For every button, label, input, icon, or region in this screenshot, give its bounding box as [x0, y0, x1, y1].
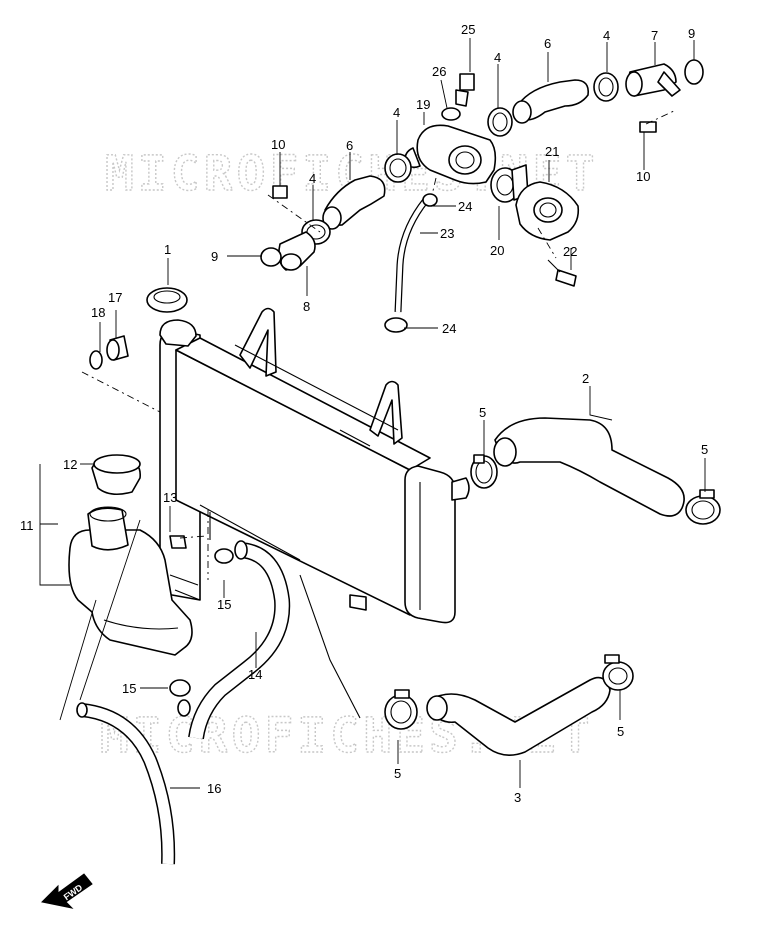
o-ring-9-top — [684, 59, 704, 85]
assembly-line-bolt-13 — [179, 535, 207, 539]
callout-13: 13 — [163, 490, 177, 505]
hose-6-upper — [512, 79, 590, 124]
clamp-5-upper-right — [685, 489, 721, 525]
radiator — [159, 307, 470, 719]
hose-6-lower — [322, 175, 386, 230]
callout-15-a: 15 — [122, 681, 136, 696]
gasket-18 — [89, 350, 103, 370]
callout-7: 7 — [651, 28, 658, 43]
callout-6-b: 6 — [346, 138, 353, 153]
callout-24-a: 24 — [458, 199, 472, 214]
assembly-line-hose-23 — [431, 177, 437, 196]
callout-1: 1 — [164, 242, 171, 257]
callout-5-d: 5 — [617, 724, 624, 739]
callout-10-b: 10 — [636, 169, 650, 184]
o-ring-9-left — [260, 247, 282, 267]
callout-24-b: 24 — [442, 321, 456, 336]
callout-6-a: 6 — [544, 36, 551, 51]
callout-11: 11 — [20, 518, 34, 533]
hose-3 — [426, 676, 611, 756]
assembly-line-drain — [81, 371, 161, 413]
reservoir-cap-12 — [91, 454, 142, 496]
callout-17: 17 — [108, 290, 122, 305]
callout-25: 25 — [461, 22, 475, 37]
clamp-4-c — [384, 153, 412, 183]
clamp-24-lower — [384, 317, 408, 333]
bolt-13 — [169, 535, 187, 549]
callout-20: 20 — [490, 243, 504, 258]
callout-26: 26 — [432, 64, 446, 79]
drain-plug-17 — [106, 335, 129, 361]
callout-2: 2 — [582, 371, 589, 386]
callout-15-b: 15 — [217, 597, 231, 612]
callout-8: 8 — [303, 299, 310, 314]
callout-21: 21 — [545, 144, 559, 159]
callout-22: 22 — [563, 244, 577, 259]
callout-9-a: 9 — [688, 26, 695, 41]
temp-sensor-25 — [455, 73, 475, 107]
callout-4-a: 4 — [494, 50, 501, 65]
radiator-cap-1 — [146, 287, 188, 313]
assembly-line-bolt-left — [267, 194, 321, 233]
clamp-4-b — [593, 72, 619, 102]
callout-23: 23 — [440, 226, 454, 241]
callout-16: 16 — [207, 781, 221, 796]
clamp-5-upper-left — [470, 454, 498, 489]
hose-2 — [493, 417, 685, 517]
assembly-line-bolt-right — [645, 109, 677, 125]
forward-direction-arrow: FWD — [40, 873, 93, 909]
callout-10-a: 10 — [271, 137, 285, 152]
callout-19: 19 — [416, 97, 430, 112]
callout-4-d: 4 — [309, 171, 316, 186]
callout-12: 12 — [63, 457, 77, 472]
clamp-15-lower — [169, 679, 191, 697]
callout-5-c: 5 — [394, 766, 401, 781]
callout-14: 14 — [248, 667, 262, 682]
callout-3: 3 — [514, 790, 521, 805]
hose-16 — [76, 702, 176, 865]
clamp-5-lower-left — [384, 689, 418, 730]
thermostat — [490, 164, 529, 203]
callout-5-b: 5 — [701, 442, 708, 457]
thermostat-housing — [404, 124, 497, 185]
fitting-7 — [625, 63, 681, 97]
callout-5-a: 5 — [479, 405, 486, 420]
bolt-22 — [547, 259, 577, 287]
fitting-8 — [278, 231, 316, 271]
clamp-4-a — [487, 107, 513, 137]
leader-lines — [39, 38, 706, 789]
reservoir-tank-11 — [68, 506, 201, 656]
hose-14 — [177, 540, 291, 740]
clamp-15-upper — [214, 548, 234, 564]
bolt-10-left — [272, 185, 288, 199]
assembly-line-bolt-22 — [537, 227, 557, 259]
callout-9-b: 9 — [211, 249, 218, 264]
washer-26 — [441, 107, 461, 121]
callout-18: 18 — [91, 305, 105, 320]
callout-4-c: 4 — [393, 105, 400, 120]
thermostat-cover — [515, 181, 580, 241]
hose-23 — [394, 197, 429, 313]
clamp-5-lower-right — [602, 654, 634, 691]
clamp-24-upper — [422, 193, 438, 207]
callout-4-b: 4 — [603, 28, 610, 43]
callout-labels: 1 2 3 4 4 4 4 5 5 5 5 6 6 7 8 9 9 10 10 … — [20, 22, 708, 805]
